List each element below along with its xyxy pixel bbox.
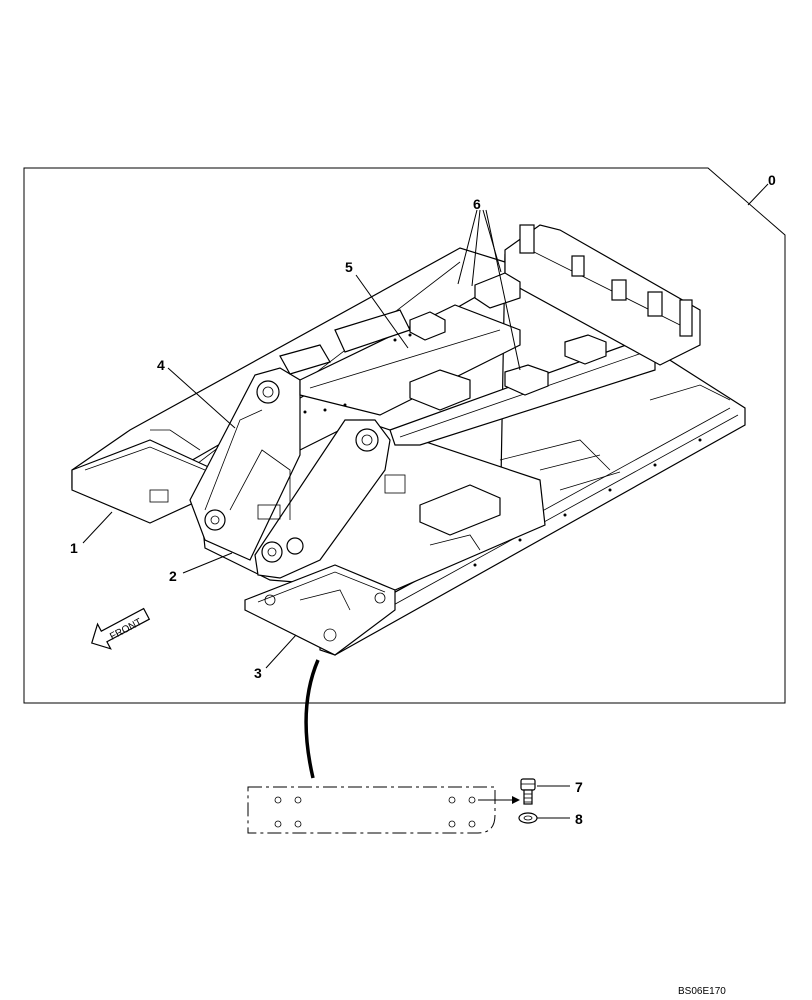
leader-3	[265, 634, 297, 669]
callout-0: 0	[768, 172, 776, 188]
leader-5	[355, 274, 409, 349]
callout-1: 1	[70, 540, 78, 556]
leader-6a	[457, 209, 478, 285]
assembly-frame	[23, 167, 786, 704]
leader-1	[82, 511, 113, 544]
bolt	[520, 778, 536, 805]
detail-plate	[247, 786, 520, 834]
front-arrow: FRONT	[90, 607, 151, 650]
leader-6d	[485, 209, 521, 371]
callout-2: 2	[169, 568, 177, 584]
callout-8: 8	[575, 811, 583, 827]
leader-0	[747, 183, 769, 206]
detail-leader	[304, 659, 320, 779]
upper-frame-drawing	[71, 224, 746, 656]
callout-6: 6	[473, 196, 481, 212]
leader-4	[167, 367, 236, 429]
drawing-code: BS06E170	[678, 986, 726, 997]
leader-6c	[482, 209, 502, 273]
callout-5: 5	[345, 259, 353, 275]
washer	[518, 812, 538, 824]
callout-4: 4	[157, 357, 165, 373]
leader-6b	[471, 209, 481, 287]
callout-3: 3	[254, 665, 262, 681]
callout-7: 7	[575, 779, 583, 795]
leader-2	[182, 552, 233, 574]
